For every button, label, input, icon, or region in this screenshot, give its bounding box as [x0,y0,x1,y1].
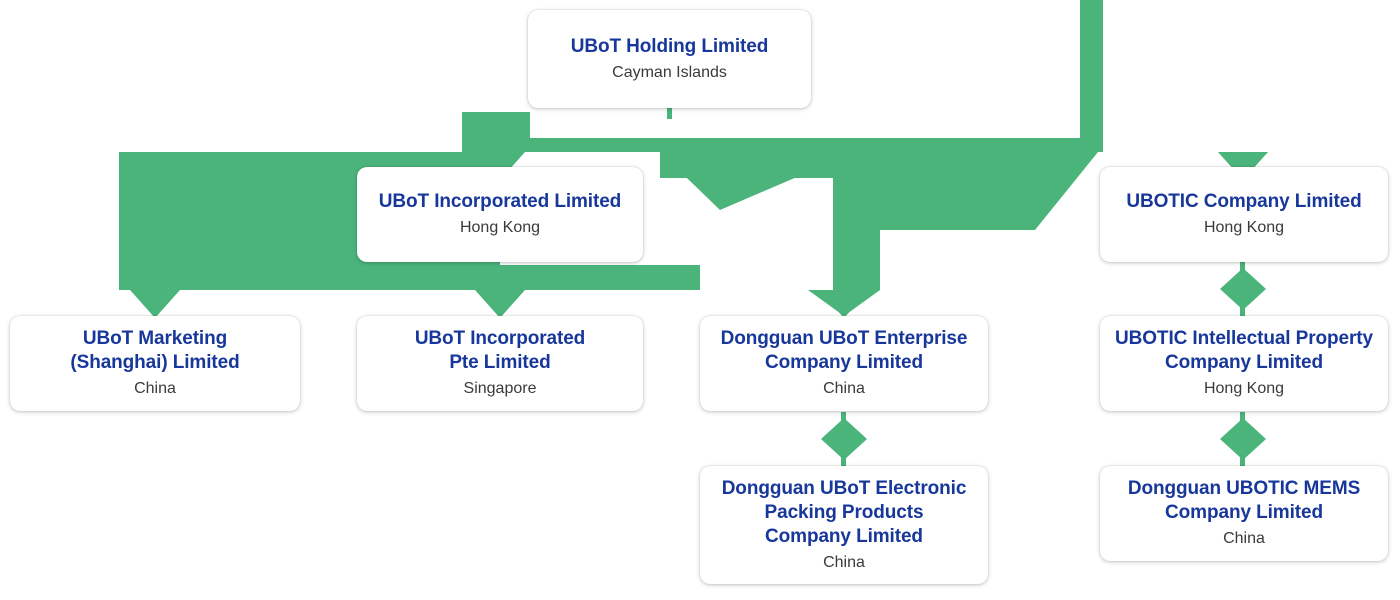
node-jurisdiction: China [823,553,865,571]
arrow-to-ubot-incorporated-pte [475,290,525,318]
connector-ribbon-center-column [660,152,880,316]
arrow-to-ubot-marketing-shanghai [130,290,180,318]
node-ubotic-company-limited[interactable]: UBOTIC Company Limited Hong Kong [1100,167,1388,262]
node-jurisdiction: Hong Kong [1203,219,1285,236]
node-jurisdiction: China [134,380,176,397]
node-jurisdiction: China [823,380,865,397]
node-ubotic-intellectual-property-company-limited[interactable]: UBOTIC Intellectual Property Company Lim… [1100,316,1388,411]
stem-to-ubot-incorporated-pte [497,290,502,314]
node-title: UBOTIC Intellectual Property Company Lim… [1115,328,1373,373]
node-title: Dongguan UBoT Enterprise Company Limited [720,328,968,373]
node-title: UBoT Holding Limited [570,35,769,57]
node-dongguan-ubot-electronic-packing-products-company-limited[interactable]: Dongguan UBoT Electronic Packing Product… [700,466,988,584]
stem-ubotic-to-ip-upper [1240,262,1245,280]
node-jurisdiction: Singapore [463,380,537,397]
node-ubot-incorporated-pte-limited[interactable]: UBoT Incorporated Pte Limited Singapore [357,316,643,411]
stem-to-dongguan-ubot-enterprise [841,290,846,314]
diamond-enterprise-to-packing [821,418,867,460]
node-ubot-marketing-shanghai-limited[interactable]: UBoT Marketing (Shanghai) Limited China [10,316,300,411]
node-title: UBoT Incorporated Pte Limited [414,328,586,373]
node-ubot-incorporated-limited[interactable]: UBoT Incorporated Limited Hong Kong [357,167,643,262]
arrow-to-dongguan-ubot-enterprise [819,290,869,318]
diamond-ubotic-to-ip [1220,268,1266,310]
node-title: UBoT Incorporated Limited [378,191,622,212]
node-ubot-holding-limited[interactable]: UBoT Holding Limited Cayman Islands [528,10,811,108]
node-title: UBOTIC Company Limited [1126,191,1362,212]
stem-ip-to-mems-upper [1240,412,1245,430]
node-jurisdiction: China [1223,530,1265,547]
node-jurisdiction: Hong Kong [1203,380,1285,397]
stem-to-ubot-marketing-shanghai [152,290,157,314]
node-title: UBoT Marketing (Shanghai) Limited [70,328,240,373]
node-dongguan-ubot-enterprise-company-limited[interactable]: Dongguan UBoT Enterprise Company Limited… [700,316,988,411]
node-title: Dongguan UBoT Electronic Packing Product… [721,477,967,547]
node-title: Dongguan UBOTIC MEMS Company Limited [1127,478,1361,523]
node-jurisdiction: Cayman Islands [612,63,727,81]
diamond-ip-to-mems [1220,418,1266,460]
stem-enterprise-to-packing-upper [841,412,846,430]
node-dongguan-ubotic-mems-company-limited[interactable]: Dongguan UBOTIC MEMS Company Limited Chi… [1100,466,1388,561]
node-jurisdiction: Hong Kong [459,219,541,236]
connector-bar-row3 [119,265,700,290]
